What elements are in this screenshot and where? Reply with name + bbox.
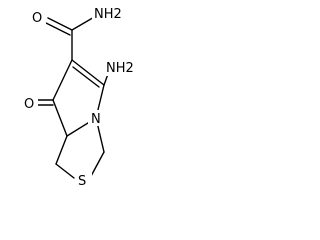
bond-c3-s [89,151,105,179]
bond-c6-c5-inner [72,66,100,88]
atom-nh2-amide: NH2 [94,7,122,22]
bond-c7a-c7 [52,99,68,137]
bond-s-c1 [55,163,75,179]
bond-c7-c6 [52,59,73,101]
structure-canvas: NH2 O NH2 O N S [0,0,165,201]
atom-s-ring: S [78,174,86,189]
bond-c6-c5-double [71,59,105,86]
molecule-drawing: NH2 O NH2 O N S [20,4,140,189]
atom-o-ketone: O [24,97,34,112]
atom-n-ring: N [91,112,101,127]
bond-c1-c7a [55,135,68,165]
bond-amide-c-o-double [45,22,71,36]
bond-amide-c-o [47,17,73,31]
atom-nh2-amino: NH2 [106,61,134,76]
atom-o-amide: O [32,11,42,26]
